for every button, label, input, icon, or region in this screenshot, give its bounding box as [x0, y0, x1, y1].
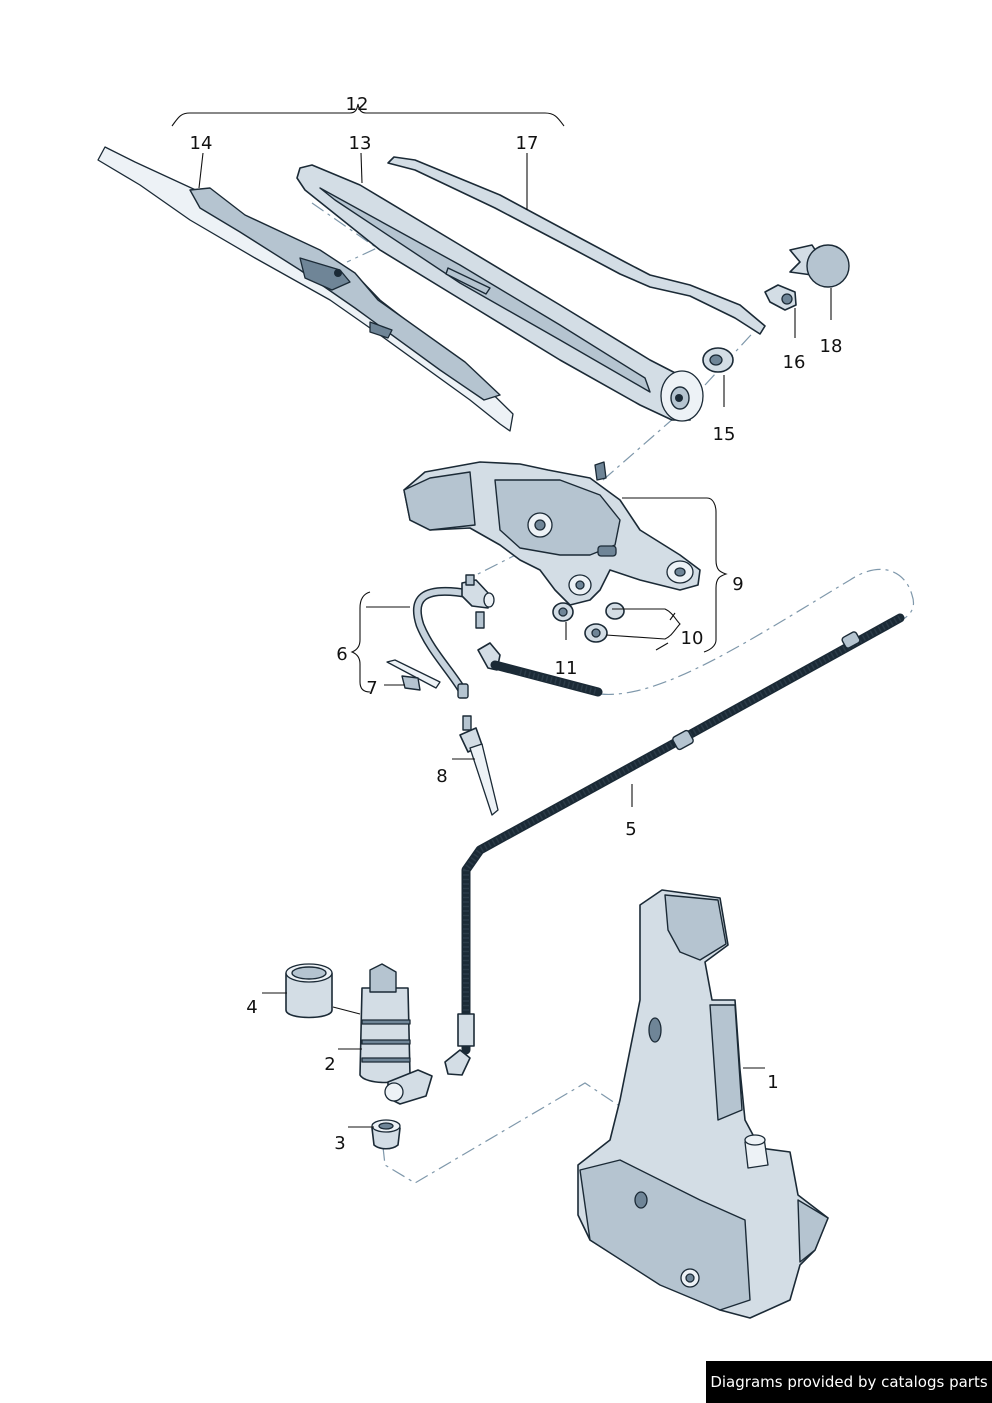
nozzle-8 — [459, 715, 499, 816]
callout-15: 15 — [713, 424, 736, 445]
fasteners-10 — [552, 602, 625, 643]
credit-banner: Diagrams provided by catalogs parts — [706, 1361, 992, 1403]
washer-line-6 — [412, 574, 495, 699]
grommet-3 — [371, 1119, 401, 1150]
callout-5: 5 — [625, 819, 636, 840]
callout-12: 12 — [346, 94, 369, 115]
callout-14: 14 — [190, 133, 213, 154]
callout-17: 17 — [516, 133, 539, 154]
callout-2: 2 — [324, 1054, 335, 1075]
credit-text: Diagrams provided by catalogs parts — [710, 1373, 988, 1391]
spacer-16 — [764, 284, 797, 311]
callout-6: 6 — [336, 644, 347, 665]
callout-13: 13 — [349, 133, 372, 154]
wiper-motor-9 — [403, 461, 701, 606]
main-hose-5 — [444, 613, 905, 1076]
hose-11 — [477, 642, 603, 697]
wiper-blade-14 — [97, 146, 514, 432]
callout-10: 10 — [681, 628, 704, 649]
callout-18: 18 — [820, 336, 843, 357]
callout-16: 16 — [783, 352, 806, 373]
nut-15 — [702, 347, 734, 373]
wiper-arm-13 — [296, 164, 704, 422]
callout-1: 1 — [767, 1072, 778, 1093]
leader-lines — [171, 103, 832, 1128]
reservoir-1 — [577, 889, 829, 1319]
wiper-arm-strip-17 — [387, 156, 766, 335]
cap-18 — [789, 244, 850, 288]
ring-4 — [285, 963, 333, 1019]
clip-7 — [386, 659, 441, 691]
callout-3: 3 — [334, 1133, 345, 1154]
callout-11: 11 — [555, 658, 578, 679]
callout-9: 9 — [732, 574, 743, 595]
callout-7: 7 — [366, 678, 377, 699]
washer-pump-2 — [359, 963, 433, 1105]
callout-4: 4 — [246, 997, 257, 1018]
callout-8: 8 — [436, 766, 447, 787]
callout-labels: 1 2 3 4 5 6 7 8 9 10 11 12 13 14 15 16 1… — [190, 94, 843, 1154]
